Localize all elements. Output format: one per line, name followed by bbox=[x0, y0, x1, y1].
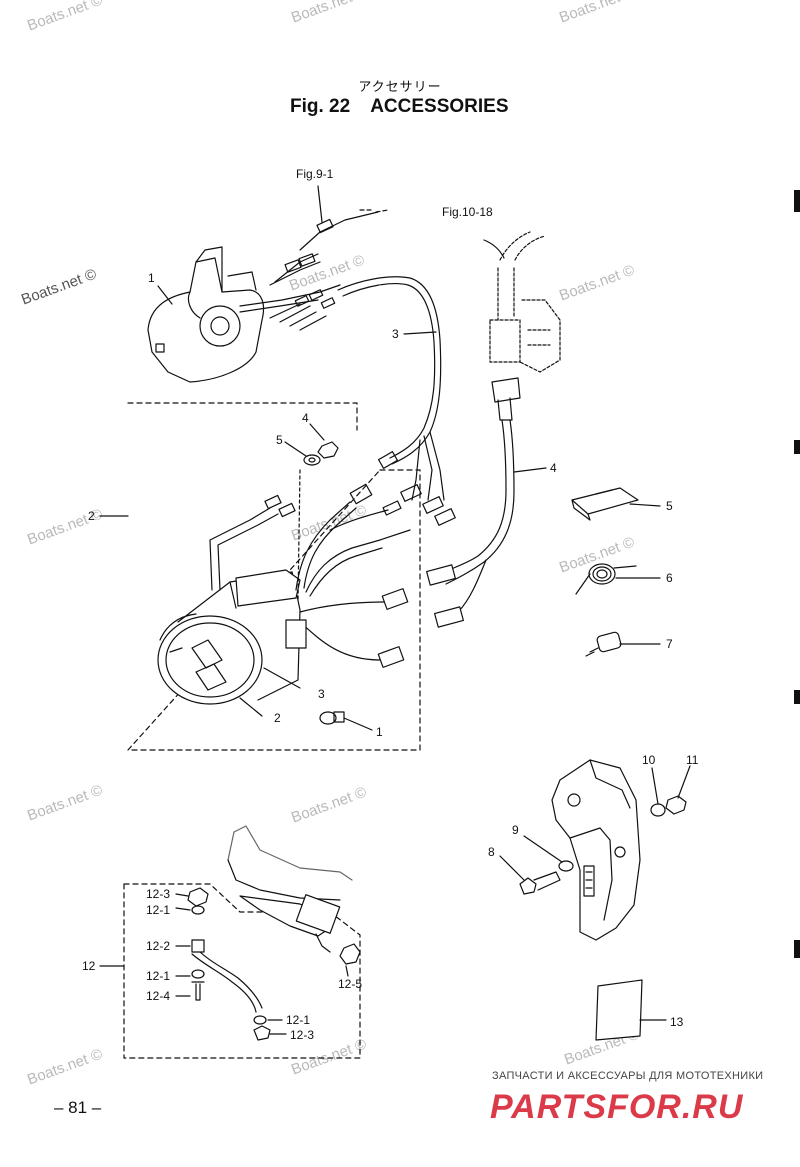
callout-2: 2 bbox=[274, 711, 281, 725]
mounting-bracket bbox=[551, 759, 641, 941]
wire-continuation bbox=[359, 209, 389, 213]
callout-12-4: 12-4 bbox=[146, 989, 171, 1003]
nut bbox=[665, 795, 687, 815]
callout-1: 1 bbox=[148, 271, 155, 285]
figure-name: ACCESSORIES bbox=[370, 96, 509, 117]
callout-1: 1 bbox=[376, 725, 383, 739]
callout-9: 9 bbox=[512, 823, 519, 837]
main-harness-4 bbox=[426, 377, 521, 628]
remote-control-box bbox=[147, 246, 341, 383]
edge-mark bbox=[794, 940, 800, 958]
connector bbox=[400, 484, 422, 502]
edge-mark bbox=[794, 190, 800, 212]
fitting-12-2 bbox=[191, 939, 205, 953]
washer bbox=[650, 803, 666, 817]
callout-12-3: 12-3 bbox=[146, 887, 171, 901]
callout-4: 4 bbox=[302, 411, 309, 425]
fuse-holder bbox=[585, 631, 622, 657]
reference-fig-9-1: Fig.9-1 bbox=[296, 167, 334, 181]
connector bbox=[349, 483, 373, 505]
edge-mark bbox=[794, 440, 800, 454]
nipple-12-5 bbox=[339, 943, 361, 965]
callout-8: 8 bbox=[488, 845, 495, 859]
meter-gauge bbox=[157, 569, 301, 705]
spring bbox=[575, 563, 637, 595]
callout-12-2: 12-2 bbox=[146, 939, 171, 953]
callout-12-1: 12-1 bbox=[146, 969, 171, 983]
bulb bbox=[319, 711, 345, 725]
connector bbox=[381, 588, 409, 610]
connector bbox=[278, 502, 296, 518]
reference-fig-10-18: Fig.10-18 bbox=[442, 205, 493, 219]
connector bbox=[382, 500, 402, 516]
ref-leader bbox=[317, 185, 323, 223]
callout-3: 3 bbox=[392, 327, 399, 341]
wire bbox=[299, 211, 379, 251]
callout-12-1: 12-1 bbox=[146, 903, 171, 917]
figure-title: Fig. 22 ACCESSORIES bbox=[290, 96, 509, 118]
callout-6: 6 bbox=[666, 571, 673, 585]
connector bbox=[422, 496, 444, 514]
edge-mark bbox=[794, 690, 800, 704]
engine-harness-ref bbox=[489, 231, 561, 373]
wire-harness-3 bbox=[337, 276, 442, 465]
callout-5: 5 bbox=[276, 433, 283, 447]
cap-12-3 bbox=[187, 887, 209, 907]
leader bbox=[513, 467, 547, 473]
connector bbox=[434, 508, 456, 526]
page-number: – 81 – bbox=[54, 1098, 102, 1117]
group-box-12 bbox=[123, 883, 361, 1059]
bolt bbox=[519, 871, 561, 895]
callout-12-5: 12-5 bbox=[338, 977, 363, 991]
figure-number: Fig. 22 bbox=[290, 96, 351, 117]
callout-4: 4 bbox=[550, 461, 557, 475]
callout-12: 12 bbox=[82, 959, 96, 973]
shop-tagline: ЗАПЧАСТИ И АКСЕССУАРЫ ДЛЯ МОТОТЕХНИКИ bbox=[492, 1070, 764, 1082]
callout-12-1: 12-1 bbox=[286, 1013, 311, 1027]
connector bbox=[377, 451, 399, 469]
callout-2: 2 bbox=[88, 509, 95, 523]
washer bbox=[558, 860, 574, 872]
connector bbox=[316, 218, 334, 234]
connector bbox=[264, 494, 282, 510]
callout-11: 11 bbox=[686, 753, 699, 767]
shop-logo: PARTSFOR.RU bbox=[490, 1088, 744, 1126]
japanese-title: アクセサリー bbox=[358, 80, 442, 95]
callout-10: 10 bbox=[642, 753, 656, 767]
callout-3: 3 bbox=[318, 687, 325, 701]
callout-13: 13 bbox=[670, 1015, 684, 1029]
callout-5: 5 bbox=[666, 499, 673, 513]
cowling-outline bbox=[227, 825, 353, 953]
decal-plate bbox=[571, 487, 639, 521]
nut bbox=[317, 441, 339, 459]
instruction-sheet bbox=[595, 979, 643, 1041]
wire bbox=[209, 507, 271, 591]
callout-12-3: 12-3 bbox=[290, 1028, 315, 1042]
bracket bbox=[285, 619, 307, 649]
grease-hose bbox=[191, 949, 263, 1013]
connector bbox=[377, 646, 405, 668]
washer bbox=[303, 454, 321, 466]
callout-7: 7 bbox=[666, 637, 673, 651]
ref-leader bbox=[483, 239, 505, 259]
